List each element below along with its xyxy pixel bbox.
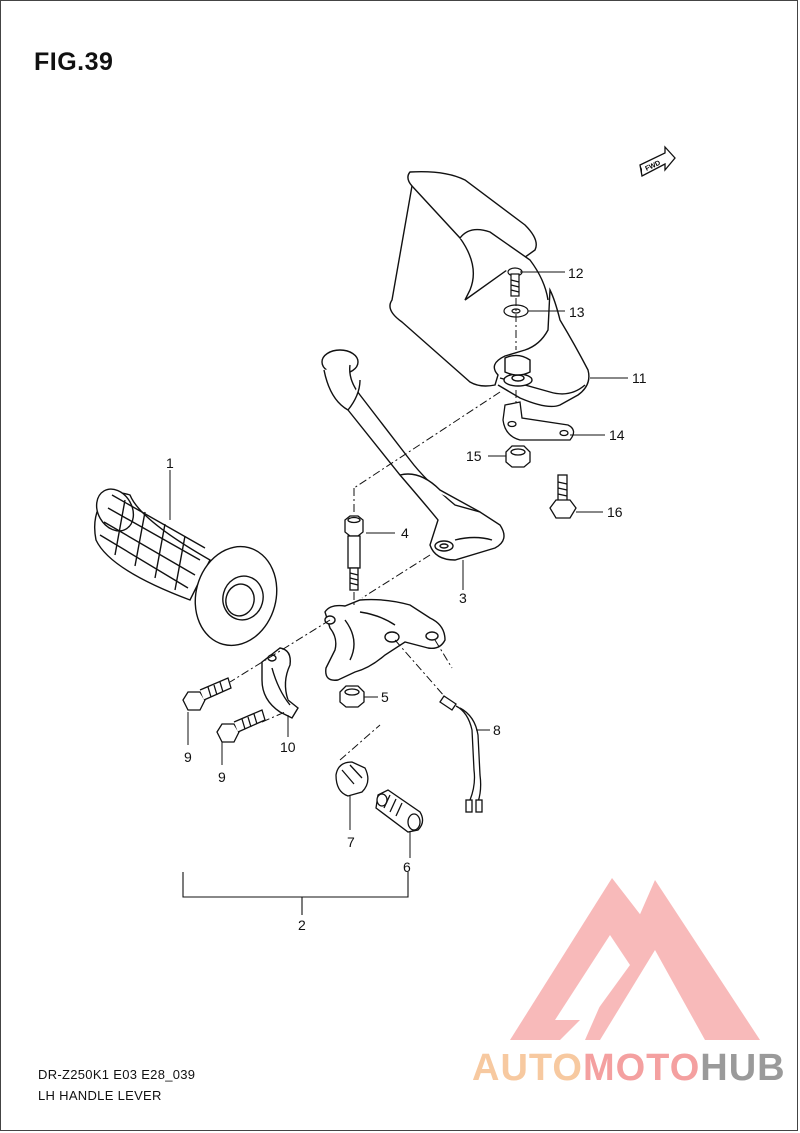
adjuster-7 bbox=[335, 761, 369, 797]
callout-10: 10 bbox=[280, 739, 296, 755]
hand-guard bbox=[389, 170, 590, 408]
nut-5 bbox=[339, 685, 365, 708]
bolt-16 bbox=[549, 474, 577, 519]
callout-9b: 9 bbox=[218, 769, 226, 785]
callout-9a: 9 bbox=[184, 749, 192, 765]
callout-13: 13 bbox=[569, 304, 585, 320]
pivot-bolt-4 bbox=[344, 515, 364, 591]
adjuster-bolt-6 bbox=[375, 789, 424, 833]
assembly-lines bbox=[229, 298, 517, 761]
callout-15: 15 bbox=[466, 448, 482, 464]
callout-4: 4 bbox=[401, 525, 409, 541]
callout-3: 3 bbox=[459, 590, 467, 606]
bracket-14 bbox=[502, 401, 575, 441]
clutch-lever-3 bbox=[321, 349, 505, 561]
model-code: DR-Z250K1 E03 E28_039 bbox=[38, 1067, 196, 1082]
watermark-text: AUTOMOTOHUB bbox=[472, 1047, 786, 1090]
watermark-part-2: MOTO bbox=[582, 1047, 701, 1089]
watermark-logo bbox=[510, 878, 760, 1040]
leader-lines bbox=[169, 271, 628, 858]
clutch-switch-8 bbox=[439, 695, 483, 813]
fwd-arrow-icon: FWD bbox=[639, 145, 676, 177]
callout-16: 16 bbox=[607, 504, 623, 520]
lever-holder bbox=[324, 598, 446, 681]
callout-6: 6 bbox=[403, 859, 411, 875]
watermark-part-3: HUB bbox=[700, 1047, 786, 1089]
handle-grip-1 bbox=[93, 488, 278, 647]
callout-14: 14 bbox=[609, 427, 625, 443]
callout-1: 1 bbox=[166, 455, 174, 471]
assembly-bracket-2 bbox=[182, 872, 409, 915]
callout-11: 11 bbox=[632, 370, 647, 386]
callout-7: 7 bbox=[347, 834, 355, 850]
screw-12 bbox=[507, 267, 523, 297]
figure-caption: LH HANDLE LEVER bbox=[38, 1088, 162, 1103]
holder-clamp-10 bbox=[261, 647, 299, 719]
callout-labels: 1 2 3 4 5 6 7 8 9 9 10 11 12 13 14 15 16 bbox=[166, 265, 647, 933]
callout-12: 12 bbox=[568, 265, 584, 281]
callout-8: 8 bbox=[493, 722, 501, 738]
watermark-part-1: AUTO bbox=[472, 1047, 583, 1089]
bolt-9a bbox=[182, 677, 232, 711]
nut-15 bbox=[505, 445, 531, 468]
callout-2: 2 bbox=[298, 917, 306, 933]
figure-title: FIG.39 bbox=[34, 48, 114, 76]
callout-5: 5 bbox=[381, 689, 389, 705]
bolt-9b bbox=[216, 709, 266, 743]
